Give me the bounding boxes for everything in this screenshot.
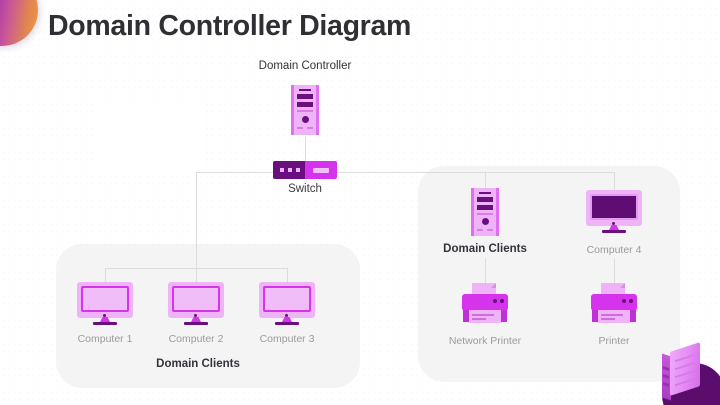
monitor-icon xyxy=(259,282,315,326)
gradient-quarter-circle-icon xyxy=(0,0,38,46)
computer-4-label: Computer 4 xyxy=(586,244,642,256)
link-left-drop xyxy=(196,172,197,269)
corner-decoration xyxy=(0,0,64,62)
printer-icon xyxy=(588,283,640,329)
isometric-server-rack-icon xyxy=(648,339,720,405)
server-tower-icon xyxy=(291,85,319,135)
link-right-server xyxy=(485,172,486,190)
printer-icon xyxy=(459,283,511,329)
switch-label: Switch xyxy=(288,183,322,195)
domain-controller-label: Domain Controller xyxy=(258,60,352,72)
link-trunk-left xyxy=(196,172,276,173)
printer-label: Printer xyxy=(598,335,630,347)
monitor-icon xyxy=(168,282,224,326)
background-patch xyxy=(96,100,202,174)
monitor-icon xyxy=(586,190,642,234)
right-group-server-label: Domain Clients xyxy=(443,243,527,255)
monitor-icon xyxy=(77,282,133,326)
link-computer-1 xyxy=(105,268,106,283)
network-switch-icon[interactable] xyxy=(273,161,337,179)
computer-2-label: Computer 2 xyxy=(168,333,224,345)
link-computer-4 xyxy=(614,172,615,190)
link-printer xyxy=(614,258,615,284)
network-printer-label: Network Printer xyxy=(448,335,522,347)
computer-3-label: Computer 3 xyxy=(259,333,315,345)
link-computer-3 xyxy=(287,268,288,283)
link-network-printer xyxy=(485,258,486,284)
link-computer-2 xyxy=(196,268,197,283)
server-tower-icon xyxy=(471,188,499,236)
link-trunk-right xyxy=(337,172,615,173)
link-dc-to-switch xyxy=(305,136,306,172)
page-title: Domain Controller Diagram xyxy=(48,10,412,42)
node-domain-controller[interactable]: Domain Controller xyxy=(235,60,375,72)
computer-1-label: Computer 1 xyxy=(77,333,133,345)
left-group-caption: Domain Clients xyxy=(156,358,240,370)
